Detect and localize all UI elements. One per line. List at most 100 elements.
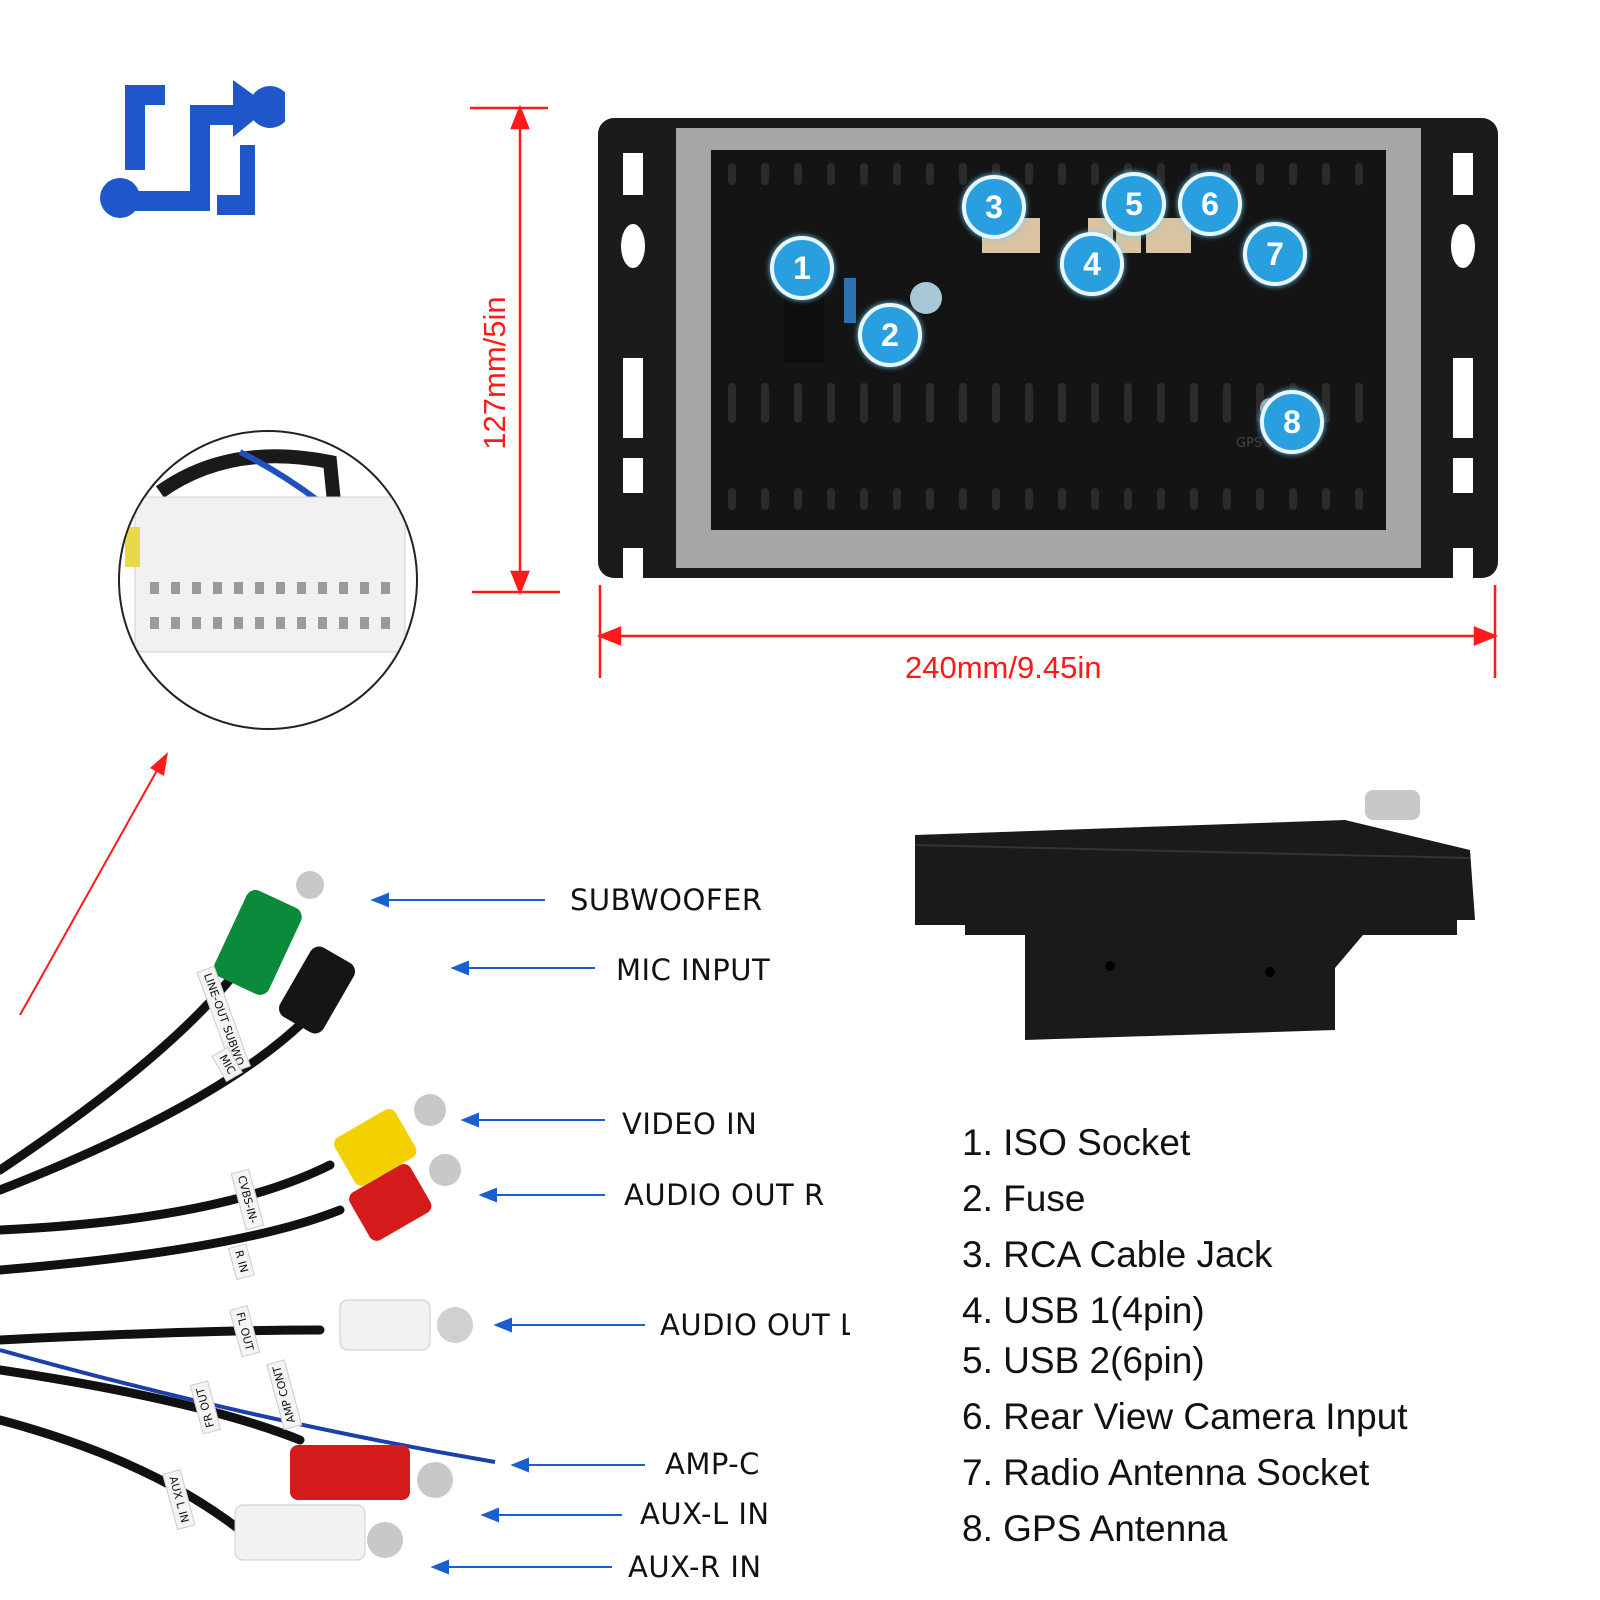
vent-slot — [1124, 488, 1132, 510]
connector-badge-7: 7 — [1243, 222, 1307, 286]
connector-pin — [318, 582, 327, 594]
vent-slot — [794, 488, 802, 510]
vent-slot — [1190, 383, 1198, 423]
vent-slot — [1058, 163, 1066, 185]
vent-slot — [761, 163, 769, 185]
vent-slot — [860, 163, 868, 185]
vent-slot — [761, 383, 769, 423]
vent-slot — [1157, 488, 1165, 510]
connector-pin — [318, 617, 327, 629]
connector-pin — [339, 617, 348, 629]
vent-slot — [992, 383, 1000, 423]
vent-slot — [1157, 383, 1165, 423]
vent-slot — [728, 163, 736, 185]
connector-pin — [234, 582, 243, 594]
vent-slot — [1289, 488, 1297, 510]
head-unit-side-view — [915, 790, 1505, 1065]
vent-slot — [827, 488, 835, 510]
vent-slot — [728, 488, 736, 510]
vent-slot — [827, 163, 835, 185]
vent-slot — [1289, 163, 1297, 185]
vent-slot — [728, 383, 736, 423]
audio-l-white-plug — [339, 1299, 431, 1351]
vent-slot — [893, 383, 901, 423]
vent-slot — [926, 488, 934, 510]
connector-pin — [297, 582, 306, 594]
connector-pin — [276, 582, 285, 594]
callout-audio-out-l: AUDIO OUT L — [660, 1308, 850, 1342]
connector-pin — [213, 582, 222, 594]
vent-slot — [893, 163, 901, 185]
callout-amp-c: AMP-C — [665, 1447, 760, 1481]
connector-pin — [381, 617, 390, 629]
legend-item: 4. USB 1(4pin) — [962, 1290, 1205, 1331]
vent-slot — [1256, 488, 1264, 510]
harness-connector-closeup — [118, 430, 418, 730]
vent-slot — [959, 383, 967, 423]
callout-mic-input: MIC INPUT — [616, 953, 771, 987]
vent-slot — [1025, 163, 1033, 185]
brand-logo — [95, 75, 285, 225]
vent-slot — [1256, 163, 1264, 185]
connector-pin — [297, 617, 306, 629]
vent-slot — [794, 163, 802, 185]
legend-item: 8. GPS Antenna — [962, 1508, 1228, 1549]
vent-slot — [893, 488, 901, 510]
vent-slot — [1157, 163, 1165, 185]
callout-subwoofer: SUBWOOFER — [570, 883, 763, 917]
vent-slot — [1223, 383, 1231, 423]
connector-badge-2: 2 — [858, 303, 922, 367]
vent-slot — [794, 383, 802, 423]
vent-slot — [1124, 383, 1132, 423]
mic-black-plug — [279, 946, 355, 1034]
vent-slot — [1355, 163, 1363, 185]
vent-slot — [1058, 488, 1066, 510]
vent-slot — [959, 488, 967, 510]
vent-slot — [1355, 488, 1363, 510]
connector-pin — [255, 617, 264, 629]
vent-slot — [1091, 488, 1099, 510]
connector-pin — [381, 582, 390, 594]
vent-slot — [1322, 488, 1330, 510]
connector-pin — [360, 582, 369, 594]
connector-pin — [276, 617, 285, 629]
vent-slot — [1355, 383, 1363, 423]
vent-slot — [1025, 383, 1033, 423]
connector-pin — [339, 582, 348, 594]
connector-badge-3: 3 — [962, 175, 1026, 239]
callout-video-in: VIDEO IN — [622, 1107, 758, 1141]
vent-slot — [1091, 163, 1099, 185]
connector-badge-8: 8 — [1260, 390, 1324, 454]
legend-item: 1. ISO Socket — [962, 1122, 1191, 1163]
audio-r-red-plug — [349, 1164, 432, 1241]
vent-slot — [992, 488, 1000, 510]
vent-slot — [1091, 383, 1099, 423]
legend-item: 2. Fuse — [962, 1178, 1086, 1219]
connector-badge-1: 1 — [770, 236, 834, 300]
vent-slot — [761, 488, 769, 510]
vent-slot — [860, 383, 868, 423]
callout-aux-r-in: AUX-R IN — [628, 1550, 762, 1584]
head-unit-rear-panel: 1 2 3 4 5 6 7 8 GPS — [598, 108, 1498, 590]
connector-pin — [192, 617, 201, 629]
vent-slot — [1322, 383, 1330, 423]
vent-slot — [1322, 163, 1330, 185]
vent-slot — [1058, 383, 1066, 423]
vent-slot — [1223, 488, 1231, 510]
aux-l-red-plug — [290, 1445, 410, 1500]
connector-pin — [234, 617, 243, 629]
vent-slot — [1025, 488, 1033, 510]
flow-arrow-logo-icon — [100, 80, 285, 218]
callout-audio-out-r: AUDIO OUT R — [624, 1178, 825, 1212]
legend-item: 3. RCA Cable Jack — [962, 1234, 1273, 1275]
gps-port-label: GPS — [1236, 436, 1263, 451]
vent-slot — [860, 488, 868, 510]
connector-badge-4: 4 — [1060, 232, 1124, 296]
connector-pin — [150, 617, 159, 629]
legend-item: 5. USB 2(6pin) — [962, 1340, 1205, 1381]
connector-badge-5: 5 — [1102, 172, 1166, 236]
vent-slot — [959, 163, 967, 185]
connector-pin — [192, 582, 201, 594]
